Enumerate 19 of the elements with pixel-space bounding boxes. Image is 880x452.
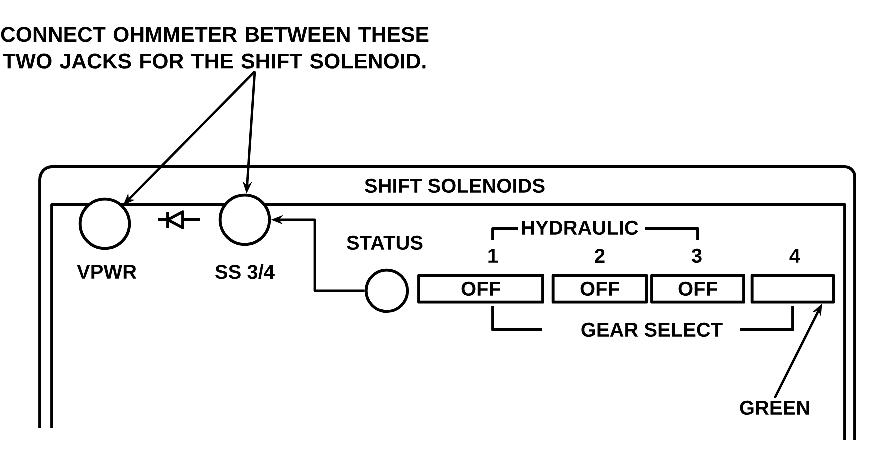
jack-label: 1 <box>488 249 498 263</box>
indicator-box: OFF <box>650 274 746 304</box>
jack-label: VPWR <box>77 265 137 279</box>
indicator-box: OFF <box>552 274 648 304</box>
jack-label: STATUS <box>347 236 423 250</box>
jack-label: SS 3/4 <box>216 264 275 280</box>
jack-circle <box>218 194 272 246</box>
jack-label: 4 <box>790 249 800 263</box>
lamp-circle <box>364 268 410 314</box>
indicator-box: OFF <box>418 274 544 304</box>
jack-label: 2 <box>595 249 605 263</box>
callout-text: GREEN <box>740 400 810 416</box>
panel-label: SHIFT SOLENOIDS <box>362 176 548 196</box>
panel-label: GEAR SELECT <box>578 320 726 340</box>
jack-circle <box>78 198 132 250</box>
indicator-box <box>750 274 836 304</box>
panel-label: HYDRAULIC <box>518 218 642 238</box>
jack-label: 3 <box>692 248 702 264</box>
callout-text: CONNECT OHMMETER BETWEEN THESE TWO JACKS FOR THE SHIFT SOLENOID. <box>1 27 429 69</box>
